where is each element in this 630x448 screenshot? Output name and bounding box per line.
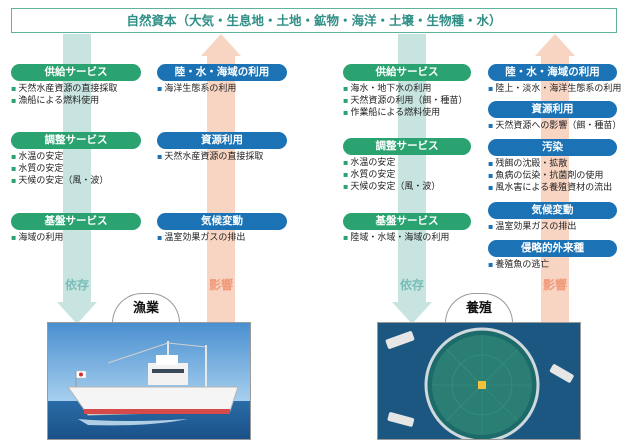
aquaculture-climate-change-list: 温室効果ガスの排出 — [488, 221, 576, 233]
fish-pen-aerial-photo — [377, 322, 581, 440]
fishery-climate-change-list: 温室効果ガスの排出 — [157, 232, 245, 244]
fishery-regulating-services-pill: 調整サービス — [11, 132, 141, 149]
fishery-impact-arrow — [201, 34, 241, 326]
list-item: 温室効果ガスの排出 — [488, 221, 576, 233]
list-item: 漁船による燃料使用 — [11, 95, 117, 107]
list-item: 天然水産資源の直接採取 — [11, 83, 117, 95]
fishery-climate-change-pill: 気候変動 — [157, 213, 287, 230]
fishery-supporting-services-list: 海域の利用 — [11, 232, 63, 244]
list-item: 天然資源への影響（餌・種苗） — [488, 120, 621, 132]
aquaculture-pollution-list: 残餌の沈殿・拡散 魚病の伝染・抗菌剤の使用 風水害による養殖資材の流出 — [488, 158, 612, 194]
aquaculture-supporting-services-pill: 基盤サービス — [343, 213, 471, 230]
fishery-provisioning-services-list: 天然水産資源の直接採取 漁船による燃料使用 — [11, 83, 117, 107]
fishery-land-sea-use-list: 海洋生態系の利用 — [157, 83, 236, 95]
list-item: 残餌の沈殿・拡散 — [488, 158, 612, 170]
list-item: 水温の安定 — [11, 151, 108, 163]
aquaculture-supporting-services-list: 陸域・水域・海域の利用 — [343, 232, 449, 244]
fishery-photo-label: 漁業 — [112, 293, 180, 323]
list-item: 天然資源の利用（餌・種苗） — [343, 95, 467, 107]
fishery-provisioning-services-pill: 供給サービス — [11, 64, 141, 81]
list-item: 天然水産資源の直接採取 — [157, 151, 263, 163]
aquaculture-photo-label: 養殖 — [445, 293, 513, 323]
list-item: 水質の安定 — [11, 163, 108, 175]
fish-pen-image — [378, 323, 580, 439]
aquaculture-land-sea-use-list: 陸上・淡水・海洋生態系の利用 — [488, 83, 621, 95]
list-item: 陸域・水域・海域の利用 — [343, 232, 449, 244]
aquaculture-impact-label: 影響 — [542, 278, 567, 292]
fishing-vessel-image — [48, 323, 250, 439]
aquaculture-climate-change-pill: 気候変動 — [488, 202, 617, 219]
fishery-impact-label: 影響 — [208, 278, 233, 292]
list-item: 天候の安定（風・波） — [343, 181, 440, 193]
list-item: 温室効果ガスの排出 — [157, 232, 245, 244]
aquaculture-regulating-services-pill: 調整サービス — [343, 138, 471, 155]
list-item: 天候の安定（風・波） — [11, 175, 108, 187]
list-item: 水温の安定 — [343, 157, 440, 169]
list-item: 海洋生態系の利用 — [157, 83, 236, 95]
fishery-resource-use-list: 天然水産資源の直接採取 — [157, 151, 263, 163]
aquaculture-invasive-species-pill: 侵略的外来種 — [488, 240, 617, 257]
natural-capital-title: 自然資本（大気・生息地・土地・鉱物・海洋・土壌・生物種・水） — [11, 8, 617, 33]
list-item: 魚病の伝染・抗菌剤の使用 — [488, 170, 612, 182]
aquaculture-invasive-species-list: 養殖魚の逃亡 — [488, 259, 549, 271]
list-item: 海域の利用 — [11, 232, 63, 244]
aquaculture-resource-use-pill: 資源利用 — [488, 101, 617, 118]
list-item: 作業船による燃料使用 — [343, 107, 467, 119]
aquaculture-pollution-pill: 汚染 — [488, 139, 617, 156]
aquaculture-land-sea-use-pill: 陸・水・海域の利用 — [488, 64, 617, 81]
fishery-regulating-services-list: 水温の安定 水質の安定 天候の安定（風・波） — [11, 151, 108, 187]
list-item: 海水・地下水の利用 — [343, 83, 467, 95]
fishing-vessel-photo — [47, 322, 251, 440]
aquaculture-provisioning-services-list: 海水・地下水の利用 天然資源の利用（餌・種苗） 作業船による燃料使用 — [343, 83, 467, 119]
fishery-supporting-services-pill: 基盤サービス — [11, 213, 141, 230]
fishery-resource-use-pill: 資源利用 — [157, 132, 287, 149]
fishery-dependency-label: 依存 — [64, 278, 89, 292]
aquaculture-provisioning-services-pill: 供給サービス — [343, 64, 471, 81]
list-item: 陸上・淡水・海洋生態系の利用 — [488, 83, 621, 95]
aquaculture-dependency-label: 依存 — [399, 278, 424, 292]
list-item: 風水害による養殖資材の流出 — [488, 182, 612, 194]
list-item: 養殖魚の逃亡 — [488, 259, 549, 271]
fishery-land-sea-use-pill: 陸・水・海域の利用 — [157, 64, 287, 81]
aquaculture-resource-use-list: 天然資源への影響（餌・種苗） — [488, 120, 621, 132]
list-item: 水質の安定 — [343, 169, 440, 181]
aquaculture-regulating-services-list: 水温の安定 水質の安定 天候の安定（風・波） — [343, 157, 440, 193]
